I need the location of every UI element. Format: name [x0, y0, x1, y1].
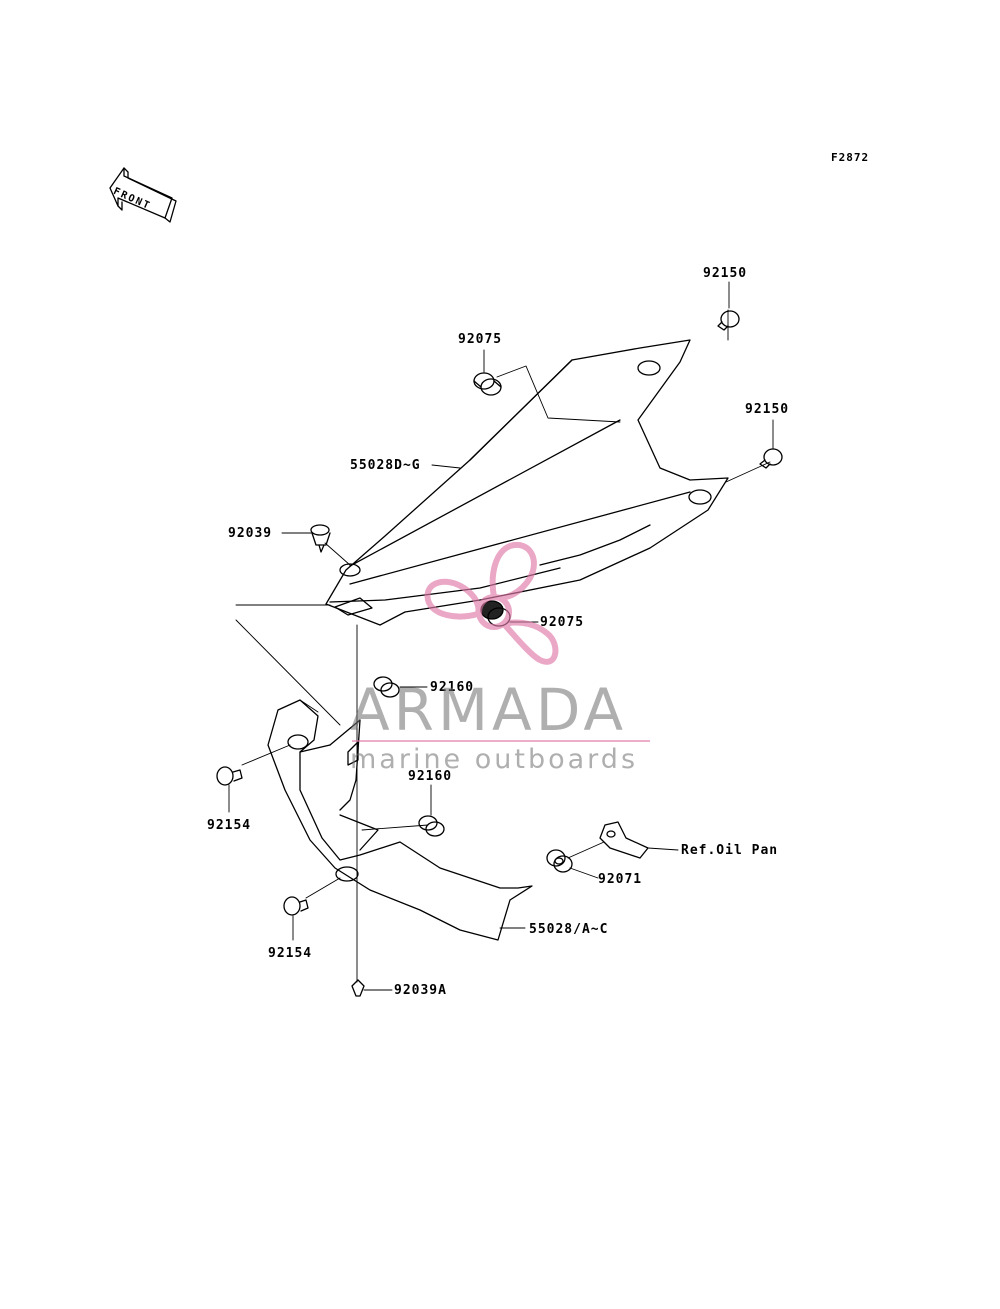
callout-92150-lower: 92150: [745, 402, 790, 417]
rivet-92039a: [351, 979, 365, 997]
grommet-92075-upper: [473, 372, 502, 396]
front-arrow-icon: [109, 167, 177, 223]
bolt-92154-lower: [283, 896, 309, 916]
callout-92150-upper: 92150: [703, 266, 748, 281]
bolt-92154-upper: [216, 766, 243, 786]
callout-92039: 92039: [228, 526, 273, 541]
callout-92160-lower: 92160: [408, 769, 453, 784]
bolt-92150-upper: [717, 310, 740, 331]
watermark-rule: [352, 740, 650, 742]
callout-92071: 92071: [598, 872, 643, 887]
figure-id: F2872: [831, 151, 870, 164]
armada-logo-icon: [424, 541, 559, 665]
callout-ref-oil-pan: Ref.Oil Pan: [681, 843, 779, 858]
grommet-92160-upper: [373, 676, 400, 698]
callout-92075-lower: 92075: [540, 615, 585, 630]
watermark-tagline: marine outboards: [350, 744, 639, 775]
callout-92039a: 92039A: [394, 983, 447, 998]
oil-pan-bracket: [599, 821, 649, 859]
watermark-name: ARMADA: [350, 676, 628, 744]
upper-side-cover: [325, 339, 729, 626]
callout-55028-a-c: 55028/A~C: [529, 922, 609, 937]
leader-lines: [228, 281, 774, 991]
callout-92160-upper: 92160: [430, 680, 475, 695]
rivet-92039: [310, 524, 331, 553]
callout-92075-upper: 92075: [458, 332, 503, 347]
grommet-92071: [546, 849, 573, 873]
callout-55028d-g: 55028D~G: [350, 458, 421, 473]
callout-92154-upper: 92154: [207, 818, 252, 833]
grommet-92160-lower: [418, 815, 445, 837]
callout-92154-lower: 92154: [268, 946, 313, 961]
lower-side-cover: [267, 699, 533, 941]
